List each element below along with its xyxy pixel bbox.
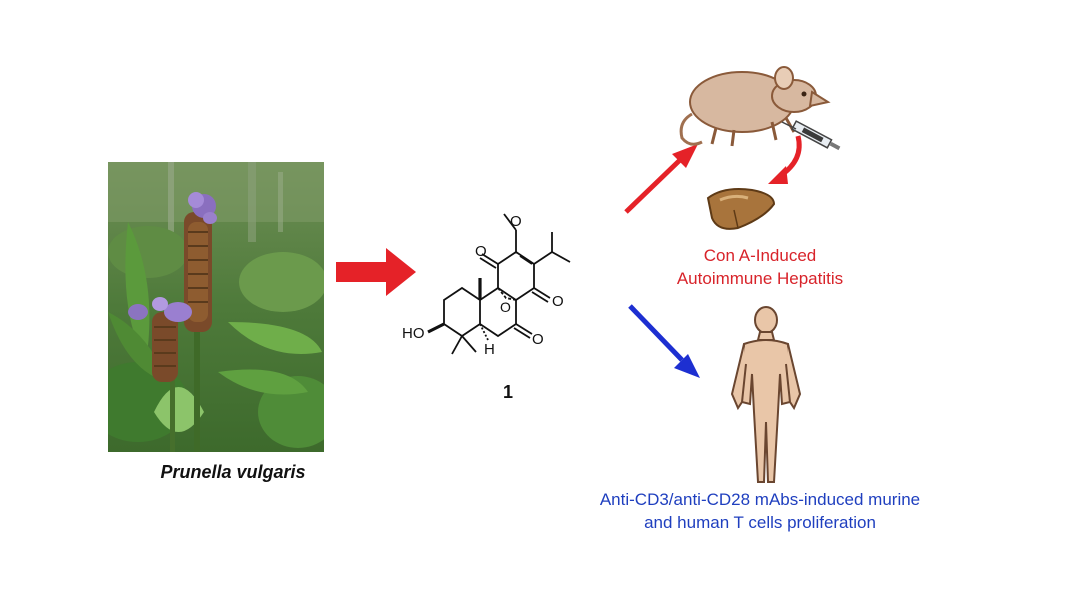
- tcell-label-line1: Anti-CD3/anti-CD28 mAbs-induced murine: [599, 490, 921, 509]
- rat-icon: [672, 52, 848, 164]
- human-figure-icon: [718, 304, 814, 488]
- liver-icon: [704, 184, 778, 234]
- hepatitis-label-line1: Con A-Induced: [703, 246, 817, 265]
- tcell-label-line2: and human T cells proliferation: [644, 513, 876, 532]
- compound-number: 1: [502, 382, 513, 402]
- arrow-up-right: [620, 140, 702, 218]
- svg-text:O: O: [532, 331, 544, 348]
- syringe-icon: [781, 120, 841, 151]
- arrow-right: [336, 248, 416, 296]
- injection-arrow: [764, 130, 814, 192]
- plant-photo: [108, 162, 324, 452]
- arrow-down-right: [624, 300, 704, 382]
- svg-text:O: O: [500, 299, 511, 315]
- tcell-label: Anti-CD3/anti-CD28 mAbs-induced murine a…: [520, 488, 1000, 534]
- chemical-structure: O O O O O HO H: [380, 180, 630, 410]
- svg-text:O: O: [475, 243, 487, 260]
- plant-caption: Prunella vulgaris: [160, 462, 306, 482]
- hydroxyl-label: HO: [402, 325, 425, 342]
- hepatitis-label-line2: Autoimmune Hepatitis: [676, 269, 844, 288]
- hepatitis-label: Con A-Induced Autoimmune Hepatitis: [630, 244, 890, 290]
- hydrogen-label: H: [484, 341, 495, 358]
- svg-text:O: O: [552, 293, 564, 310]
- svg-text:O: O: [510, 213, 522, 230]
